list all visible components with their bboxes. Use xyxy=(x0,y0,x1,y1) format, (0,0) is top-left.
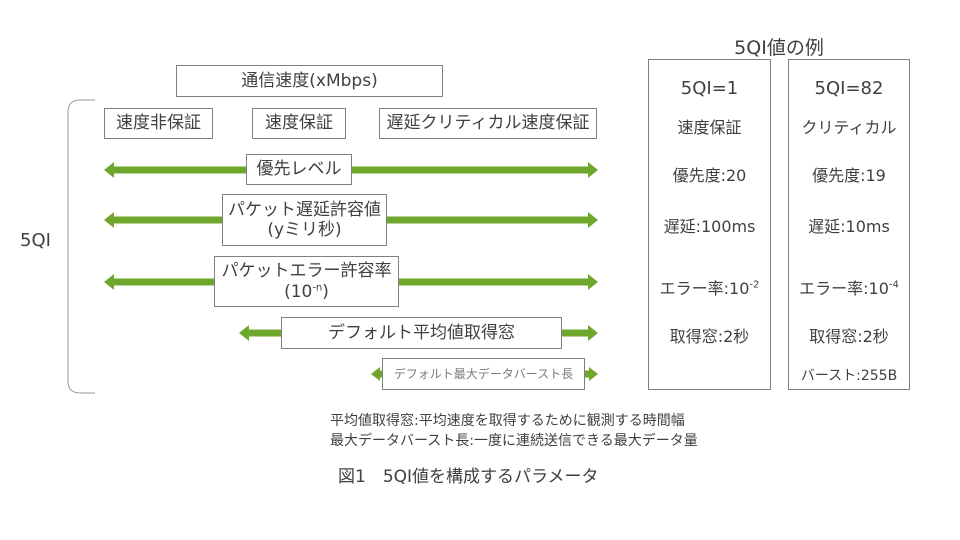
example-priority: 優先度:19 xyxy=(812,166,886,185)
param-sub: (yミリ秒) xyxy=(267,220,342,240)
note: 最大データバースト長:一度に連続送信できる最大データ量 xyxy=(330,433,698,449)
examples-title: 5QI値の例 xyxy=(734,37,824,59)
category-label: 遅延クリティカル速度保証 xyxy=(386,113,590,134)
example-delay: 遅延:10ms xyxy=(808,217,890,236)
note: 平均値取得窓:平均速度を取得するために観測する時間幅 xyxy=(330,413,685,429)
example-type: 速度保証 xyxy=(677,118,742,137)
example-error: エラー率:10-4 xyxy=(799,279,899,298)
param-priority: 優先レベル xyxy=(246,154,352,185)
speed-header-box: 通信速度(xMbps) xyxy=(176,65,443,97)
category-guaranteed: 速度保証 xyxy=(252,108,346,139)
param-label: デフォルト平均値取得窓 xyxy=(328,322,515,343)
example-window: 取得窓:2秒 xyxy=(809,327,889,346)
param-sub: (10-n) xyxy=(284,281,329,302)
example-type: クリティカル xyxy=(801,118,897,137)
speed-header: 通信速度(xMbps) xyxy=(241,70,378,91)
param-delay: パケット遅延許容値(yミリ秒) xyxy=(222,194,387,246)
notes: 平均値取得窓:平均速度を取得するために観測する時間幅 最大データバースト長:一度… xyxy=(330,411,698,451)
example-error: エラー率:10-2 xyxy=(659,279,760,298)
example-5qi-82: 5QI=82 クリティカル 優先度:19 遅延:10ms エラー率:10-4 取… xyxy=(788,59,910,390)
example-priority: 優先度:20 xyxy=(672,166,747,185)
category-label: 速度保証 xyxy=(265,113,333,134)
category-label: 速度非保証 xyxy=(116,113,201,134)
param-label: パケットエラー許容率 xyxy=(221,261,392,282)
category-no-guarantee: 速度非保証 xyxy=(104,108,213,139)
category-delay-critical: 遅延クリティカル速度保証 xyxy=(379,108,597,139)
param-window: デフォルト平均値取得窓 xyxy=(281,317,562,349)
param-error: パケットエラー許容率(10-n) xyxy=(214,256,399,307)
example-name: 5QI=1 xyxy=(680,78,739,99)
example-delay: 遅延:100ms xyxy=(663,217,756,236)
param-label: デフォルト最大データバースト長 xyxy=(393,366,574,381)
figure-caption: 図1 5QI値を構成するパラメータ xyxy=(338,467,599,487)
param-burst: デフォルト最大データバースト長 xyxy=(382,358,585,390)
param-label: 優先レベル xyxy=(256,159,342,180)
bracket-label: 5QI xyxy=(20,230,51,251)
example-5qi-1: 5QI=1 速度保証 優先度:20 遅延:100ms エラー率:10-2 取得窓… xyxy=(648,59,771,390)
example-burst: バースト:255B xyxy=(800,368,898,384)
bracket xyxy=(67,99,95,394)
example-window: 取得窓:2秒 xyxy=(669,327,750,346)
param-label: パケット遅延許容値 xyxy=(228,199,381,220)
example-name: 5QI=82 xyxy=(814,78,884,99)
